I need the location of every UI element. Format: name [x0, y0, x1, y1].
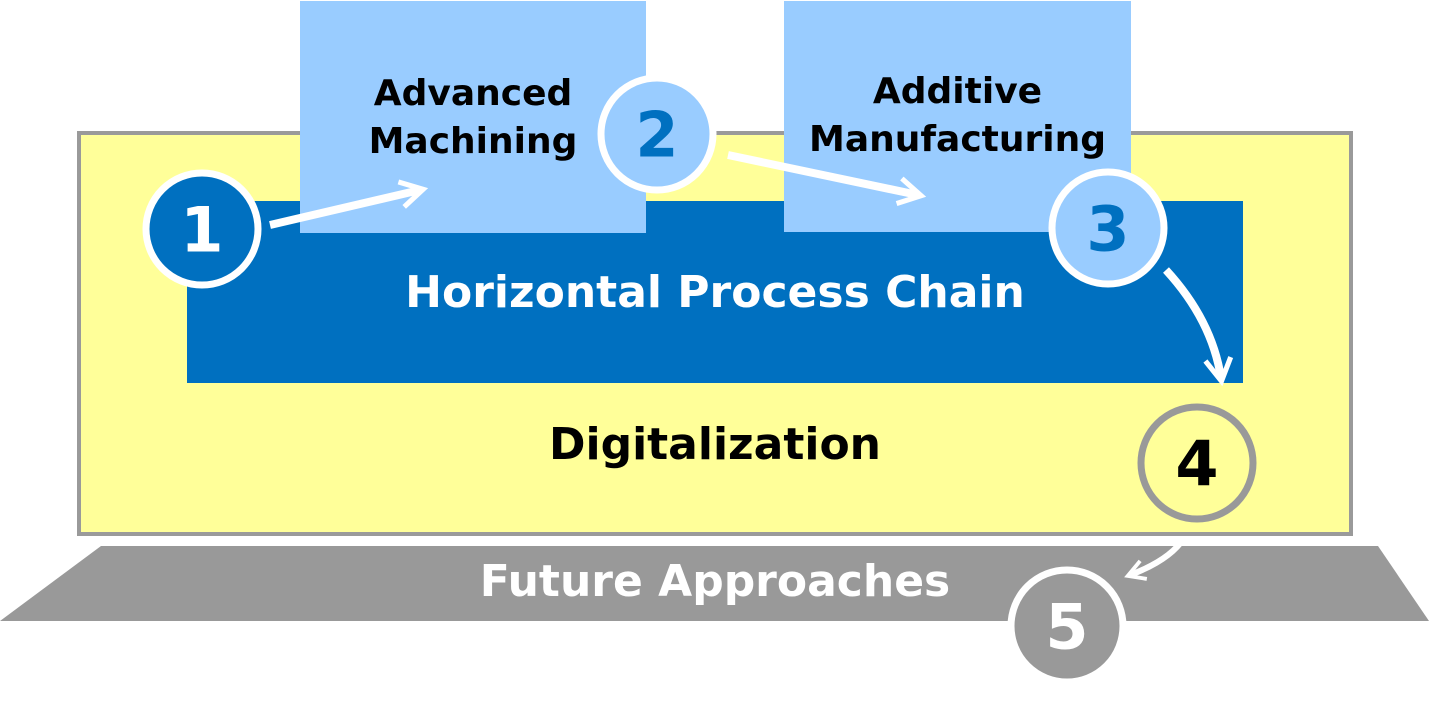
step-1-circle: 1: [142, 169, 262, 289]
step-4-circle: 4: [1137, 403, 1257, 523]
step-5-number: 5: [1045, 590, 1088, 663]
step-2-circle: 2: [597, 74, 717, 194]
horizontal-process-chain-label: Horizontal Process Chain: [405, 267, 1025, 318]
arrow-3-to-4: [1163, 267, 1234, 387]
arrow-1-to-2: [269, 179, 429, 229]
arrow-2-to-3: [727, 151, 927, 207]
additive-manufacturing-line2: Manufacturing: [809, 119, 1106, 160]
digitalization-label: Digitalization: [548, 419, 882, 470]
advanced-machining-box: [300, 1, 646, 233]
step-4-number: 4: [1175, 427, 1218, 500]
advanced-machining-line2: Machining: [368, 121, 578, 162]
advanced-machining-line1: Advanced: [373, 73, 573, 114]
step-2-number: 2: [635, 98, 678, 171]
step-1-number: 1: [180, 193, 223, 266]
step-3-circle: 3: [1048, 168, 1168, 288]
step-5-circle: 5: [1007, 566, 1127, 686]
additive-manufacturing-label: Additive Manufacturing: [784, 68, 1131, 164]
step-3-number: 3: [1086, 192, 1129, 265]
advanced-machining-label: Advanced Machining: [300, 70, 646, 166]
additive-manufacturing-line1: Additive: [872, 71, 1043, 112]
arrow-4-to-5: [1124, 536, 1187, 581]
future-approaches-label: Future Approaches: [479, 556, 951, 607]
